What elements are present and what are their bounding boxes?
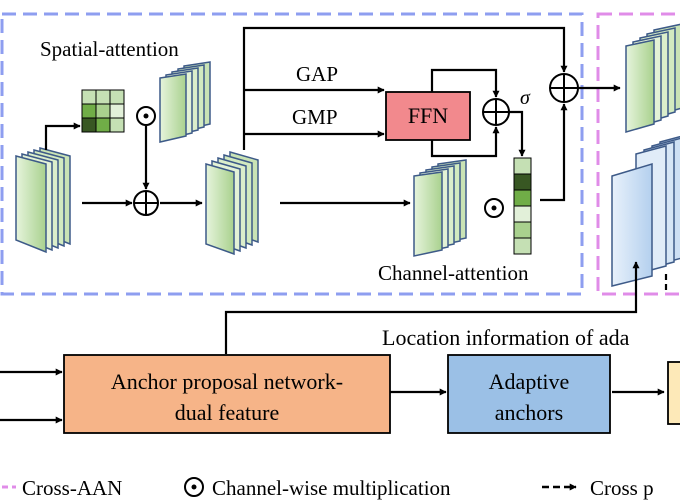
location-information-label: Location information of ada — [382, 325, 630, 350]
output-blue-feature-map — [611, 135, 680, 287]
next-stage-box — [667, 361, 680, 425]
anchor-proposal-label-line1: Anchor proposal network- — [111, 369, 343, 394]
middle-feature-map — [205, 151, 259, 256]
ffn-box — [385, 91, 471, 141]
final-add-symbol — [549, 73, 579, 103]
channel-attention-label: Channel-attention — [378, 261, 529, 285]
output-green-feature-map — [625, 23, 680, 133]
adaptive-anchors-label-line2: anchors — [495, 400, 563, 425]
anchor-proposal-label-line2: dual feature — [175, 400, 279, 425]
sigma-label: σ — [520, 87, 531, 109]
channel-feature-map — [413, 159, 467, 257]
connectors-upper — [44, 26, 621, 207]
spatial-multiply-symbol — [136, 106, 156, 126]
spatial-feature-map — [159, 61, 211, 143]
spatial-attention-label: Spatial-attention — [40, 37, 179, 61]
cross-aan-blue-box — [0, 12, 584, 296]
legend: Cross-AAN Channel-wise multiplication Cr… — [2, 476, 654, 500]
connectors-lower — [0, 261, 668, 424]
spatial-attention-map — [81, 89, 125, 133]
legend-multiply-icon — [184, 477, 204, 497]
input-feature-map — [15, 147, 71, 254]
gap-label: GAP — [296, 62, 338, 86]
cross-aan-magenta-box — [596, 12, 680, 296]
legend-cross-aan-label: Cross-AAN — [22, 476, 122, 500]
channel-attention-vector — [513, 157, 532, 255]
gmp-label: GMP — [292, 105, 338, 129]
legend-cross-p-label: Cross p — [590, 476, 654, 500]
channel-multiply-symbol — [484, 198, 504, 218]
anchor-proposal-box — [63, 354, 391, 434]
ffn-label: FFN — [408, 103, 448, 128]
adaptive-anchors-label-line1: Adaptive — [489, 369, 570, 394]
legend-channel-wise-label: Channel-wise multiplication — [212, 476, 451, 500]
spatial-add-symbol — [133, 190, 159, 216]
adaptive-anchors-box — [447, 354, 611, 434]
ffn-add-symbol — [482, 98, 510, 126]
